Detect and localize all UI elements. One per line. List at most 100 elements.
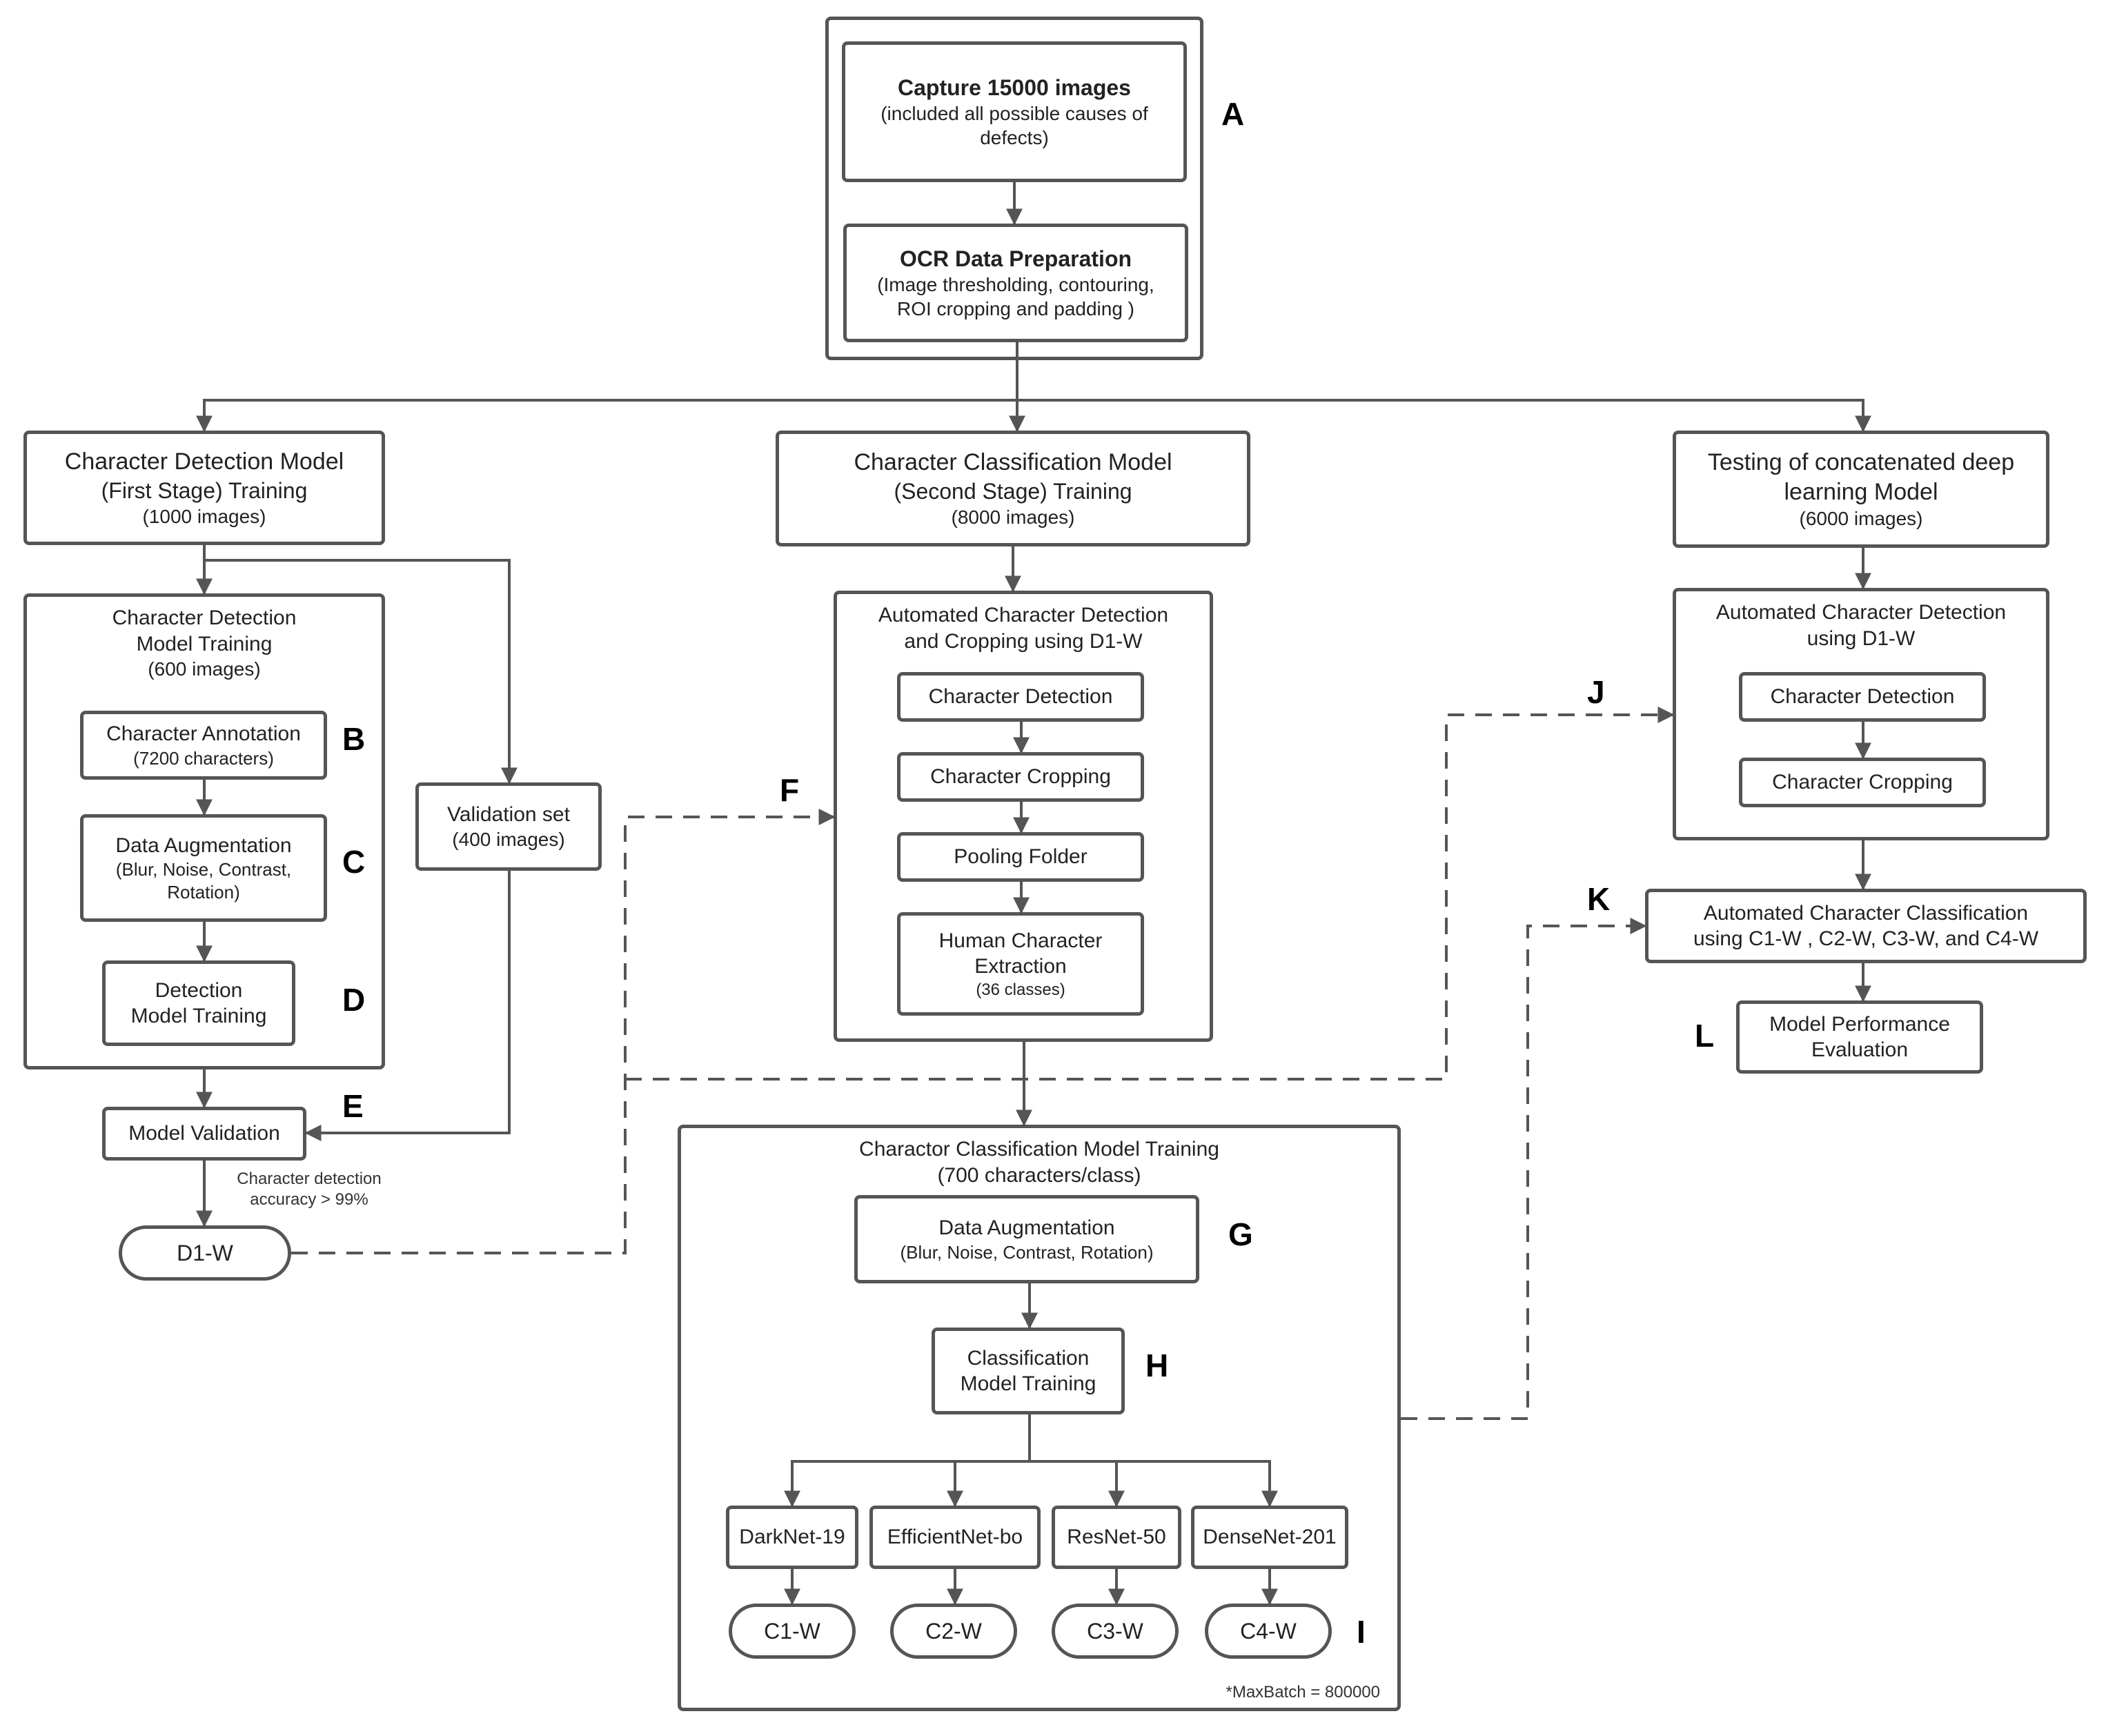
network-resnet-50: ResNet-50 (1052, 1506, 1181, 1569)
label-d: D (342, 982, 366, 1018)
testing-step-character-cropping: Character Cropping (1739, 758, 1986, 807)
detection-model-training-box: Detection Model Training (102, 960, 295, 1046)
testing-classification-line-2: using C1-W , C2-W, C3-W, and C4-W (1693, 927, 2039, 950)
testing-header-line-1: Testing of concatenated deep (1707, 449, 2015, 475)
label-h: H (1145, 1348, 1169, 1383)
detection-model-training-line-2: Model Training (130, 1005, 267, 1027)
detection-header-line-3: (1000 images) (142, 505, 266, 527)
testing-classification-line-1: Automated Character Classification (1703, 901, 2029, 925)
label-a: A (1221, 96, 1245, 132)
detection-accuracy-note: Character detection accuracy > 99% (219, 1169, 399, 1210)
auto-group-title-2: and Cropping using D1-W (904, 629, 1143, 653)
detection-augmentation-title: Data Augmentation (115, 834, 292, 857)
label-l: L (1695, 1018, 1715, 1054)
network-4-label: DenseNet-201 (1203, 1526, 1337, 1549)
classification-header-line-2: (Second Stage) Training (894, 478, 1132, 504)
arrow-class-model-to-densenet (1028, 1414, 1278, 1508)
label-i: I (1357, 1614, 1366, 1650)
arrow-validation-set-to-model-validation (304, 871, 511, 1141)
testing-auto-title-2: using D1-W (1807, 627, 1916, 650)
detection-training-line-2: Model Training (136, 632, 273, 655)
classification-model-training-box: Classification Model Training (932, 1328, 1125, 1414)
label-k: K (1587, 881, 1611, 917)
testing-header-box: Testing of concatenated deep learning Mo… (1673, 431, 2049, 548)
arrow-distribute-right (1016, 342, 1871, 433)
detection-header-line-2: (First Stage) Training (101, 477, 308, 503)
label-f: F (780, 772, 800, 808)
network-darknet-19: DarkNet-19 (726, 1506, 858, 1569)
label-c: C (342, 844, 366, 880)
testing-auto-detection-group: Automated Character Detection using D1-W (1673, 588, 2049, 840)
ocr-title: OCR Data Preparation (899, 246, 1132, 271)
classification-header-line-1: Character Classification Model (854, 449, 1172, 476)
classification-training-group: Charactor Classification Model Training … (678, 1125, 1401, 1711)
class-training-title-1: Charactor Classification Model Training (859, 1138, 1219, 1161)
detection-augmentation-detail-1: (Blur, Noise, Contrast, (115, 859, 292, 880)
capture-title: Capture 15000 images (898, 75, 1131, 100)
human-character-extraction-box: Human Character Extraction (36 classes) (897, 912, 1144, 1016)
validation-set-box: Validation set (400 images) (415, 782, 602, 871)
c2w-label: C2-W (925, 1619, 982, 1644)
label-g: G (1228, 1216, 1253, 1252)
detection-header-line-1: Character Detection Model (64, 448, 344, 475)
label-j: J (1587, 674, 1605, 710)
c4w-weights-terminal: C4-W (1205, 1604, 1332, 1659)
detection-model-training-line-1: Detection (155, 978, 243, 1002)
accuracy-note-line-2: accuracy > 99% (250, 1190, 368, 1209)
validation-set-detail: (400 images) (452, 829, 565, 851)
data-preparation-group (825, 17, 1203, 360)
testing-header-line-2: learning Model (1784, 478, 1938, 505)
label-b: B (342, 721, 366, 757)
model-performance-evaluation-box: Model Performance Evaluation (1736, 1000, 1983, 1074)
annotation-detail: (7200 characters) (133, 747, 274, 769)
detection-training-line-1: Character Detection (112, 606, 297, 629)
classification-header-box: Character Classification Model (Second S… (776, 431, 1250, 546)
dashed-d1w-to-testing-detection (625, 707, 1675, 1081)
class-model-training-line-1: Classification (967, 1346, 1090, 1370)
detection-training-group: Character Detection Model Training (600 … (23, 593, 385, 1069)
d1w-label: D1-W (177, 1241, 233, 1265)
network-densenet-201: DenseNet-201 (1191, 1506, 1348, 1569)
network-1-label: DarkNet-19 (739, 1526, 845, 1549)
class-model-training-line-2: Model Training (960, 1372, 1096, 1395)
d1w-weights-terminal: D1-W (119, 1225, 291, 1281)
class-step-1-label: Character Detection (928, 685, 1113, 709)
detection-header-box: Character Detection Model (First Stage) … (23, 431, 385, 545)
maxbatch-footnote: *MaxBatch = 800000 (1173, 1682, 1381, 1703)
ocr-detail-1: (Image thresholding, contouring, (877, 274, 1154, 295)
model-validation-box: Model Validation (102, 1107, 306, 1161)
network-efficientnet: EfficientNet-bo (869, 1506, 1041, 1569)
c1w-weights-terminal: C1-W (729, 1604, 856, 1659)
class-augmentation-title: Data Augmentation (938, 1216, 1115, 1239)
network-3-label: ResNet-50 (1067, 1526, 1166, 1549)
class-step-character-cropping: Character Cropping (897, 752, 1144, 802)
maxbatch-label: *MaxBatch = 800000 (1226, 1683, 1381, 1702)
testing-step-1-label: Character Detection (1770, 685, 1955, 709)
testing-classification-box: Automated Character Classification using… (1645, 889, 2087, 963)
detection-training-line-3: (600 images) (148, 658, 261, 680)
c4w-label: C4-W (1240, 1619, 1297, 1644)
class-training-title-2: (700 characters/class) (937, 1163, 1141, 1187)
classification-header-line-3: (8000 images) (951, 506, 1075, 528)
label-e: E (342, 1088, 364, 1124)
class-augmentation-detail: (Blur, Noise, Contrast, Rotation) (900, 1241, 1154, 1263)
class-step-pooling-folder: Pooling Folder (897, 832, 1144, 882)
ocr-preparation-box: OCR Data Preparation (Image thresholding… (843, 224, 1188, 342)
capture-detail: (included all possible causes of defects… (880, 103, 1148, 148)
extraction-line-3: (36 classes) (976, 980, 1065, 999)
evaluation-line-1: Model Performance (1769, 1012, 1950, 1036)
testing-step-2-label: Character Cropping (1772, 771, 1953, 794)
extraction-line-1: Human Character (938, 929, 1103, 952)
ocr-detail-2: ROI cropping and padding ) (897, 298, 1134, 319)
model-validation-label: Model Validation (128, 1122, 280, 1145)
class-step-3-label: Pooling Folder (954, 845, 1088, 869)
network-2-label: EfficientNet-bo (887, 1526, 1023, 1549)
class-step-2-label: Character Cropping (930, 765, 1111, 789)
auto-group-title-1: Automated Character Detection (878, 604, 1169, 627)
annotation-title: Character Annotation (106, 722, 301, 745)
testing-step-character-detection: Character Detection (1739, 672, 1986, 722)
dashed-d1w-to-auto-detection (291, 809, 836, 1254)
testing-auto-title-1: Automated Character Detection (1715, 601, 2007, 624)
class-step-character-detection: Character Detection (897, 672, 1144, 722)
